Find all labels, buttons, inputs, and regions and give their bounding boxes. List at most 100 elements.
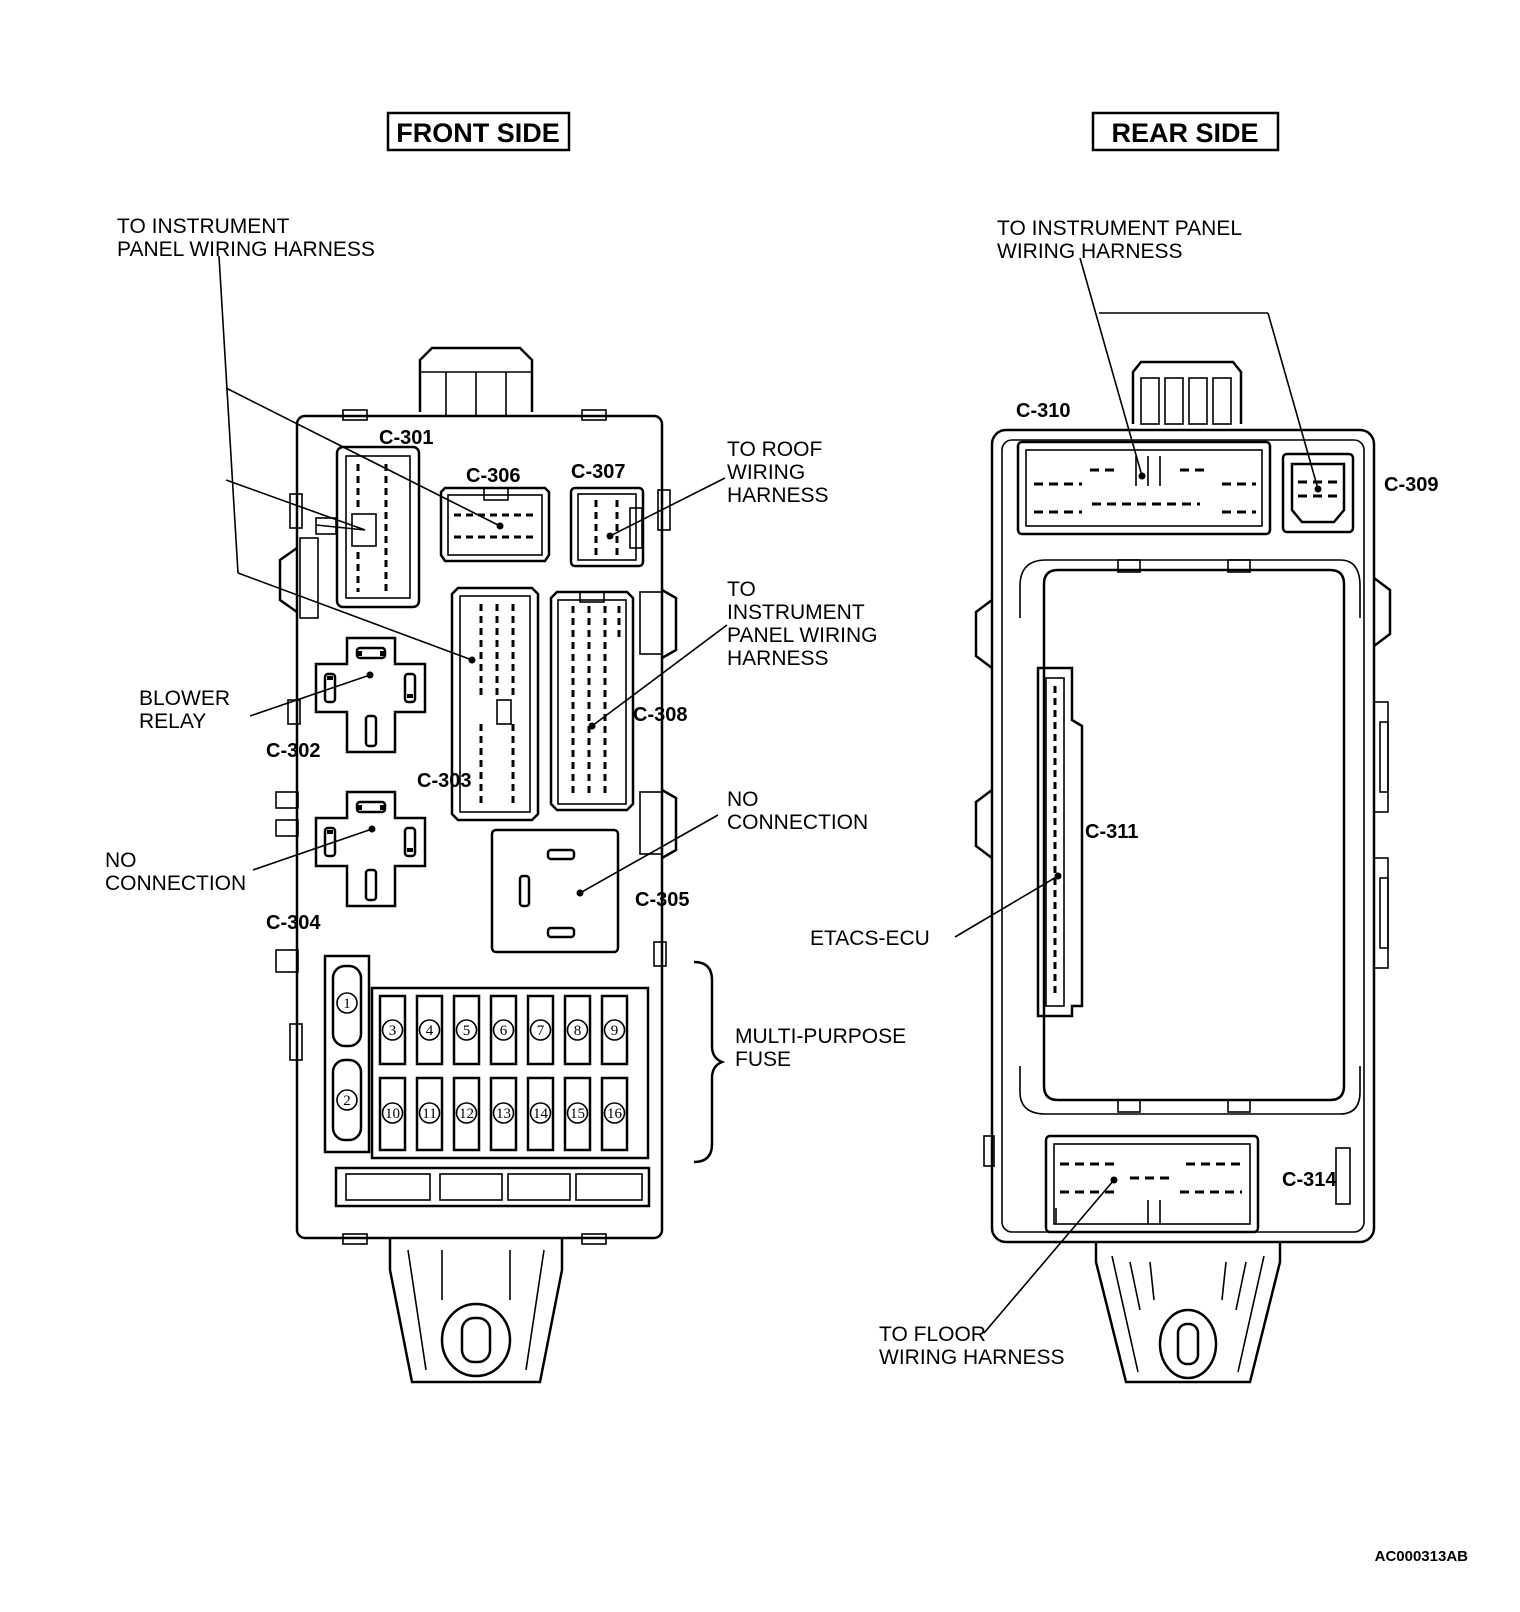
front-leader-lines: [218, 255, 728, 894]
multi-purpose-fuse-line1: MULTI-PURPOSE: [735, 1025, 906, 1048]
fuse-number-ring: [603, 1102, 626, 1124]
front-side-title: FRONT SIDE: [386, 111, 571, 152]
roof-harness-line3: HARNESS: [727, 484, 829, 507]
label-c303: C-303: [417, 770, 471, 792]
fuse-block: 1 2 3 4 5 6 7 8 9 10 11 12 13 14 15 16: [323, 954, 651, 1208]
blower-relay-line1: BLOWER: [139, 687, 230, 710]
fuse-number-ring: [566, 1102, 589, 1124]
svg-text:REAR SIDE: REAR SIDE: [1111, 118, 1258, 148]
fuse-number: 16: [607, 1106, 623, 1122]
multi-purpose-fuse-line2: FUSE: [735, 1048, 791, 1071]
fuse-brace: [693, 960, 726, 1164]
fuse-slot: [415, 994, 444, 1066]
fuse-slot: [600, 1076, 629, 1152]
fuse-number-ring: [492, 1102, 515, 1124]
fuse-number-ring: [529, 1102, 552, 1124]
rear-ip-harness-line1: TO INSTRUMENT PANEL: [997, 217, 1242, 240]
fuse-number-ring: [381, 1019, 404, 1041]
relay-c304: [314, 790, 427, 908]
label-c310: C-310: [1016, 400, 1070, 422]
ip-harness-top-line2: PANEL WIRING HARNESS: [117, 238, 375, 261]
label-c314: C-314: [1282, 1169, 1337, 1191]
label-c309: C-309: [1384, 474, 1438, 496]
fuse-number-ring: [603, 1019, 626, 1041]
fuse-slot: [563, 994, 592, 1066]
label-c308: C-308: [633, 704, 687, 726]
fuse-number: 14: [533, 1106, 549, 1122]
connector-c306: [439, 486, 551, 563]
ip-harness-top-line1: TO INSTRUMENT: [117, 215, 289, 238]
connector-c309: [1281, 452, 1355, 534]
fuse-slot: [526, 994, 555, 1066]
no-connection-right-line1: NO: [727, 788, 759, 811]
fuse-slot: [452, 994, 481, 1066]
label-c302: C-302: [266, 740, 320, 762]
connector-c310: [1016, 440, 1272, 536]
svg-text:FRONT SIDE: FRONT SIDE: [396, 118, 560, 148]
fuse-number-ring: [455, 1102, 478, 1124]
fuse-number: 6: [500, 1023, 508, 1039]
front-labels: TO INSTRUMENT PANEL WIRING HARNESS TO RO…: [105, 215, 906, 1071]
rear-leader-lines: [954, 257, 1319, 1334]
fuse-number: 8: [574, 1023, 582, 1039]
ip-harness-right-line2: INSTRUMENT: [727, 601, 865, 624]
fuse-number: 9: [611, 1023, 619, 1039]
label-c304: C-304: [266, 912, 321, 934]
connector-c305: [490, 828, 620, 954]
fuse-number-ring: [418, 1019, 441, 1041]
relay-c302: [314, 636, 427, 754]
label-c301: C-301: [379, 427, 433, 449]
fuse-number: 13: [496, 1106, 511, 1122]
no-connection-left-line2: CONNECTION: [105, 872, 246, 895]
fuse-number: 12: [459, 1106, 474, 1122]
fuse-number-ring: [492, 1019, 515, 1041]
rear-junction-block: [974, 360, 1392, 1384]
etacs-ecu-label: ETACS-ECU: [810, 927, 930, 950]
fuse-2: 2: [343, 1093, 351, 1109]
connector-c303: [450, 586, 540, 822]
label-c305: C-305: [635, 889, 689, 911]
rear-side-title: REAR SIDE: [1091, 111, 1280, 152]
connector-c301: [315, 445, 421, 609]
ip-harness-right-line4: HARNESS: [727, 647, 829, 670]
fuse-number-ring: [418, 1102, 441, 1124]
label-c311: C-311: [1085, 821, 1138, 843]
fuse-slot: [526, 1076, 555, 1152]
fuse-number: 4: [426, 1023, 434, 1039]
label-c306: C-306: [466, 465, 520, 487]
floor-harness-line1: TO FLOOR: [879, 1323, 986, 1346]
fuse-number: 11: [422, 1106, 436, 1122]
fuse-number: 7: [537, 1023, 545, 1039]
connector-c308: [549, 590, 635, 812]
fuse-slot: [452, 1076, 481, 1152]
ip-harness-right-line3: PANEL WIRING: [727, 624, 878, 647]
fuse-slot: [415, 1076, 444, 1152]
connector-c307: [569, 486, 645, 568]
blower-relay-line2: RELAY: [139, 710, 206, 733]
no-connection-left-line1: NO: [105, 849, 137, 872]
front-junction-block: [275, 346, 678, 1384]
fuse-number: 15: [570, 1106, 585, 1122]
fuse-number-ring: [529, 1019, 552, 1041]
rear-labels: TO INSTRUMENT PANEL WIRING HARNESS ETACS…: [810, 217, 1438, 1369]
roof-harness-line2: WIRING: [727, 461, 805, 484]
fuse-number-ring: [566, 1019, 589, 1041]
fuse-slot: [489, 994, 518, 1066]
ip-harness-right-line1: TO: [727, 578, 756, 601]
fuse-number: 10: [385, 1106, 400, 1122]
label-c307: C-307: [571, 461, 625, 483]
fuse-number-ring: [381, 1102, 404, 1124]
fuse-number: 3: [389, 1023, 397, 1039]
figure-reference: AC000313AB: [1375, 1548, 1469, 1565]
fuse-slot: [378, 1076, 407, 1152]
fuse-slot: [563, 1076, 592, 1152]
fuse-1: 1: [343, 996, 351, 1012]
connector-c314: [1044, 1134, 1351, 1234]
fuse-slot: [489, 1076, 518, 1152]
fuse-number: 5: [463, 1023, 471, 1039]
fuse-slot: [600, 994, 629, 1066]
fuse-slot: [378, 994, 407, 1066]
rear-ip-harness-line2: WIRING HARNESS: [997, 240, 1183, 263]
